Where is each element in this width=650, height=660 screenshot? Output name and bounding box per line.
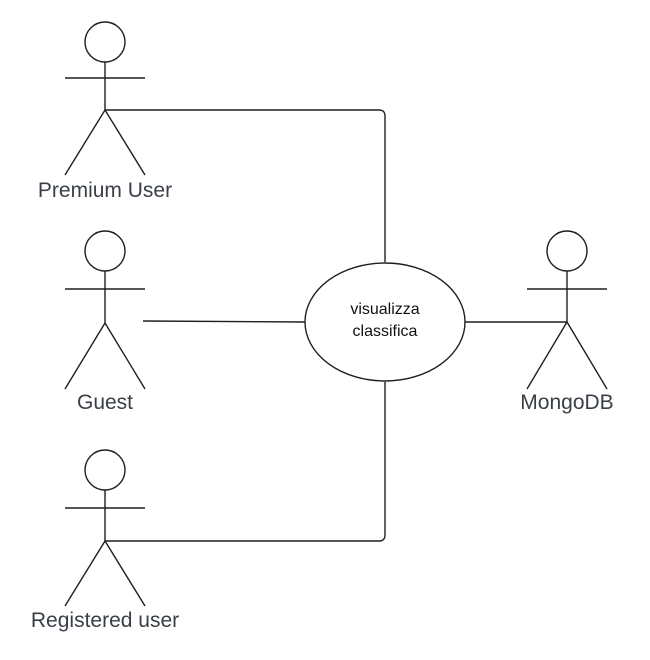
actor-head-icon	[84, 449, 126, 491]
actor-label-mongodb: MongoDB	[520, 391, 613, 414]
actor-right-leg	[566, 321, 608, 390]
actor-registered-user[interactable]: Registered user	[31, 449, 179, 632]
actor-right-leg	[104, 540, 146, 607]
use-case-ellipse	[304, 262, 466, 382]
actor-label-premium-user: Premium User	[38, 179, 172, 202]
association-premium-user	[105, 109, 386, 262]
actor-guest[interactable]: Guest	[64, 230, 146, 414]
use-case-visualizza-classifica[interactable]: visualizza classifica	[304, 262, 466, 382]
use-case-label-line1: visualizza	[350, 301, 419, 318]
actor-head-icon	[84, 21, 126, 63]
actor-label-guest: Guest	[77, 391, 133, 414]
actor-left-leg	[64, 322, 106, 390]
actor-right-leg	[104, 322, 146, 390]
use-case-label-line2: classifica	[353, 323, 418, 340]
actor-left-leg	[526, 321, 568, 390]
association-registered-user	[105, 382, 386, 542]
actor-head-icon	[84, 230, 126, 272]
actor-left-leg	[64, 109, 106, 176]
actor-label-registered-user: Registered user	[31, 609, 179, 632]
actor-left-leg	[64, 540, 106, 607]
actor-head-icon	[546, 230, 588, 272]
association-guest	[142, 320, 306, 323]
actor-mongodb[interactable]: MongoDB	[520, 230, 614, 414]
actor-right-leg	[104, 109, 146, 176]
actor-premium-user[interactable]: Premium User	[38, 21, 172, 202]
